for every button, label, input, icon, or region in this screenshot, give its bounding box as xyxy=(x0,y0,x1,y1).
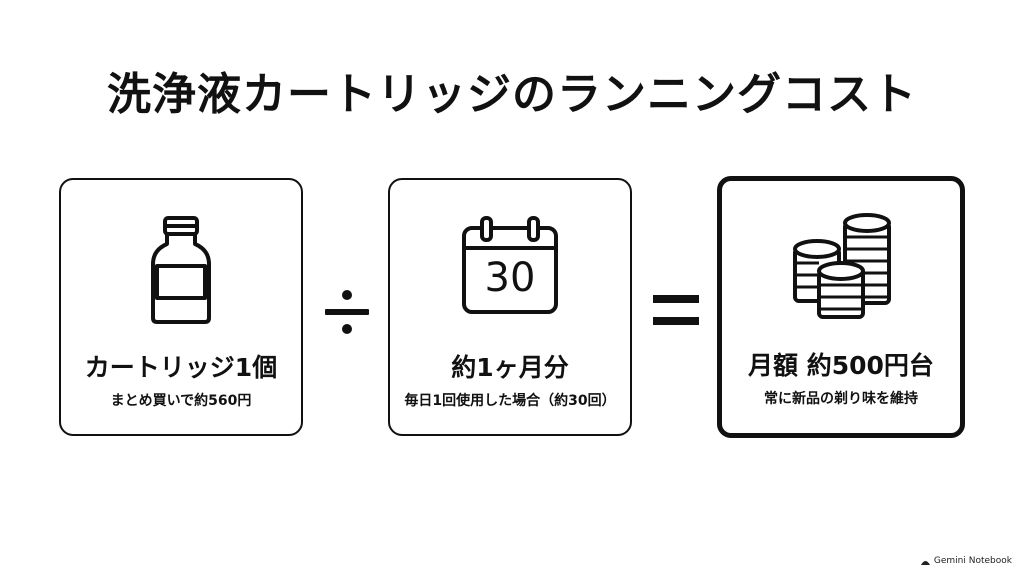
card-subtitle: 毎日1回使用した場合（約30回） xyxy=(404,393,616,409)
page-title: 洗浄液カートリッジのランニングコスト xyxy=(107,69,917,120)
bottle-icon xyxy=(151,216,211,324)
card-subtitle: まとめ買いで約560円 xyxy=(110,393,252,409)
brand-label: Gemini Notebook xyxy=(933,556,1012,566)
card-title: カートリッジ1個 xyxy=(84,353,278,382)
cartridge-card: カートリッジ1個 まとめ買いで約560円 xyxy=(59,178,303,436)
divide-icon xyxy=(325,290,369,334)
calendar-icon: 30 xyxy=(460,216,560,316)
notebook-logo-icon xyxy=(920,560,930,565)
footer-brand: Gemini Notebook xyxy=(920,556,1012,566)
monthly-cost-card: 月額 約500円台 常に新品の剃り味を維持 xyxy=(717,176,965,438)
equals-icon xyxy=(653,295,699,325)
card-subtitle: 常に新品の剃り味を維持 xyxy=(764,391,918,407)
card-title: 約1ヶ月分 xyxy=(451,353,569,382)
coins-icon xyxy=(793,213,891,319)
calendar-number: 30 xyxy=(484,255,536,301)
card-title: 月額 約500円台 xyxy=(748,351,934,380)
duration-card: 30 約1ヶ月分 毎日1回使用した場合（約30回） xyxy=(388,178,632,436)
